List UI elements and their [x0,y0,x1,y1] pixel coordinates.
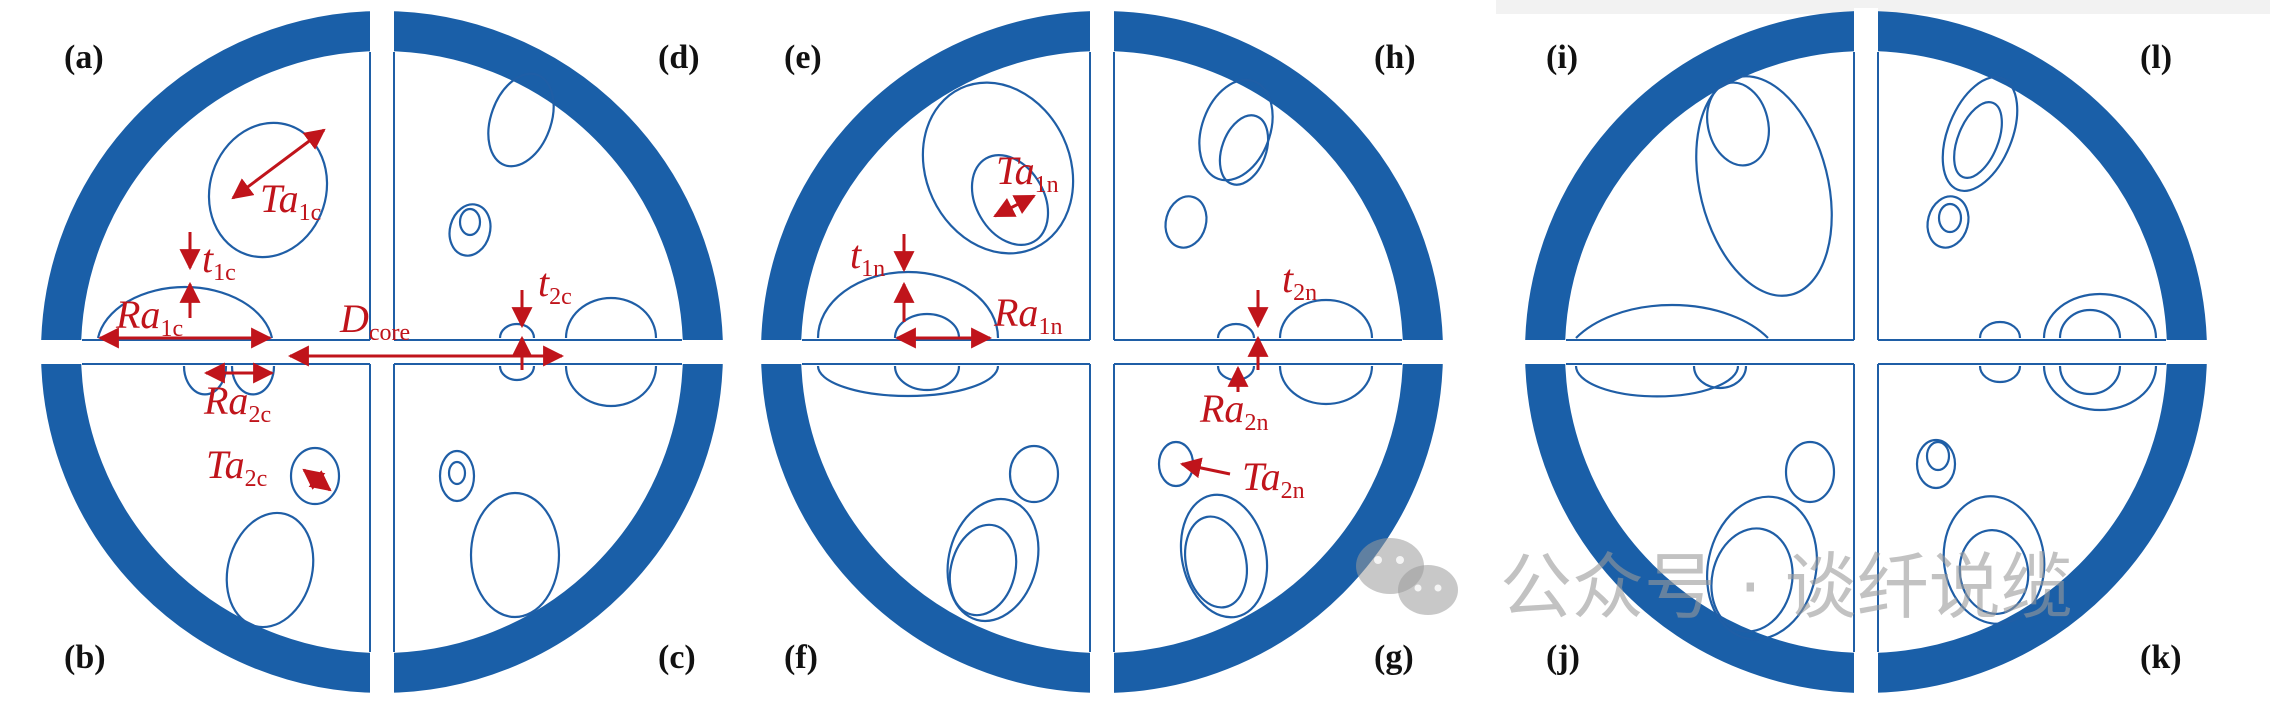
label-Ra1c: Ra1c [115,292,183,342]
air-hole-ellipse [970,153,1050,247]
air-hole-ellipse [1915,438,1957,490]
air-hole-ellipse [487,72,555,168]
annotation-arrows [97,128,565,492]
panel-label-c: (c) [658,639,696,676]
air-hole-lobe [564,365,658,408]
fiber-cross-section-1: (a) (d) (b) (c) Ta1c t1c Ra1c Dcore t2c … [40,8,725,698]
air-hole-ellipse [1941,75,2019,193]
air-hole-ellipse [1958,529,2030,615]
air-hole-ellipse [948,523,1018,617]
air-hole-lobe [1278,298,1374,339]
air-hole-lobe [2058,308,2122,339]
panel-label-a: (a) [64,39,104,76]
air-hole-lobe [2042,292,2158,339]
air-hole-lobe [1574,365,1740,398]
label-Ra1n: Ra1n [993,290,1062,340]
air-hole-ellipse [1706,81,1770,167]
air-hole-ellipse [458,207,482,237]
air-hole-lobe [1978,320,2022,339]
label-Ta2n: Ta2n [1242,454,1305,504]
label-t1c: t1c [202,236,236,286]
air-hole-lobe [1978,365,2022,384]
air-hole-ellipse [225,511,315,629]
watermark-text: 公众号 · 谈纤说缆 [1500,545,2073,629]
air-hole-ellipse [289,446,341,506]
air-hole-ellipse [921,81,1075,255]
panel-label-h: (h) [1374,39,1416,76]
air-hole-ellipse [1218,114,1270,186]
panel-label-b: (b) [64,639,106,676]
top-strip [1496,0,2270,14]
label-t2c: t2c [538,260,572,310]
air-hole-ellipse [1953,101,2003,179]
air-hole-ellipse [438,449,476,503]
label-Ta1c: Ta1c [260,176,321,226]
label-Ra2c: Ra2c [203,378,271,428]
air-hole-semicircle [1575,303,1769,339]
fiber-cross-section-2: (e) (h) (f) (g) Ta1n t1n Ra1n t2n Ra2n T… [760,8,1445,698]
air-hole-lobe [1216,365,1256,382]
air-hole-ellipse [448,203,492,257]
gap-vertical [370,8,394,698]
air-hole-lobe [1692,365,1748,390]
air-hole-ellipse [1926,195,1970,249]
air-hole-ellipse [1179,493,1269,619]
air-hole-ellipse [1184,515,1248,609]
air-hole-ellipse [1710,527,1794,633]
air-hole-ellipse [207,121,329,259]
label-Ta1n: Ta1n [996,148,1059,198]
air-hole-lobe [1216,322,1256,339]
panel-label-i: (i) [1546,39,1578,76]
air-hole-lobe [2042,365,2158,412]
wechat-icon [1356,538,1458,615]
label-Ta2c: Ta2c [206,442,267,492]
label-t2n: t2n [1282,256,1317,306]
air-hole-ellipse [1164,195,1208,249]
air-hole-ellipse [1784,440,1836,504]
watermark: 公众号 · 谈纤说缆 [1356,538,2073,629]
air-hole-lobe [564,296,658,339]
air-hole-ellipse [469,491,561,619]
panel-label-g: (g) [1374,639,1414,676]
air-hole-ellipse [946,497,1040,623]
air-hole-ellipse [1937,202,1963,234]
label-t1n: t1n [850,232,885,282]
panel-label-k: (k) [2140,639,2182,676]
fiber-cross-section-3: (i) (l) (j) (k) [1496,0,2270,698]
thickness-arrows [893,234,1269,479]
gap-vertical [1090,8,1114,698]
air-hole-ellipse [1695,75,1833,297]
air-hole-lobe [816,365,1000,398]
air-hole-lobe [1278,365,1374,406]
air-hole-ellipse [1942,495,2046,625]
panel-label-e: (e) [784,39,822,76]
label-Ra2n: Ra2n [1199,386,1268,436]
panel-label-j: (j) [1546,639,1580,676]
air-hole-ellipse [1008,444,1060,504]
air-hole-lobe [498,365,536,382]
panel-label-l: (l) [2140,39,2172,76]
gap-vertical [1854,8,1878,698]
panel-label-d: (d) [658,39,700,76]
air-hole-semicircle [816,270,1000,339]
air-hole-lobe [2058,365,2122,396]
air-hole-ellipse [447,460,467,486]
label-Dcore: Dcore [339,296,410,346]
air-hole-lobe [893,365,961,392]
air-hole-ellipse [1925,440,1951,472]
panel-label-f: (f) [784,639,818,676]
air-hole-ellipse [1705,495,1819,641]
annotation-arrows [894,194,1036,349]
air-hole-lobe [498,322,536,339]
thickness-arrows [179,232,533,370]
